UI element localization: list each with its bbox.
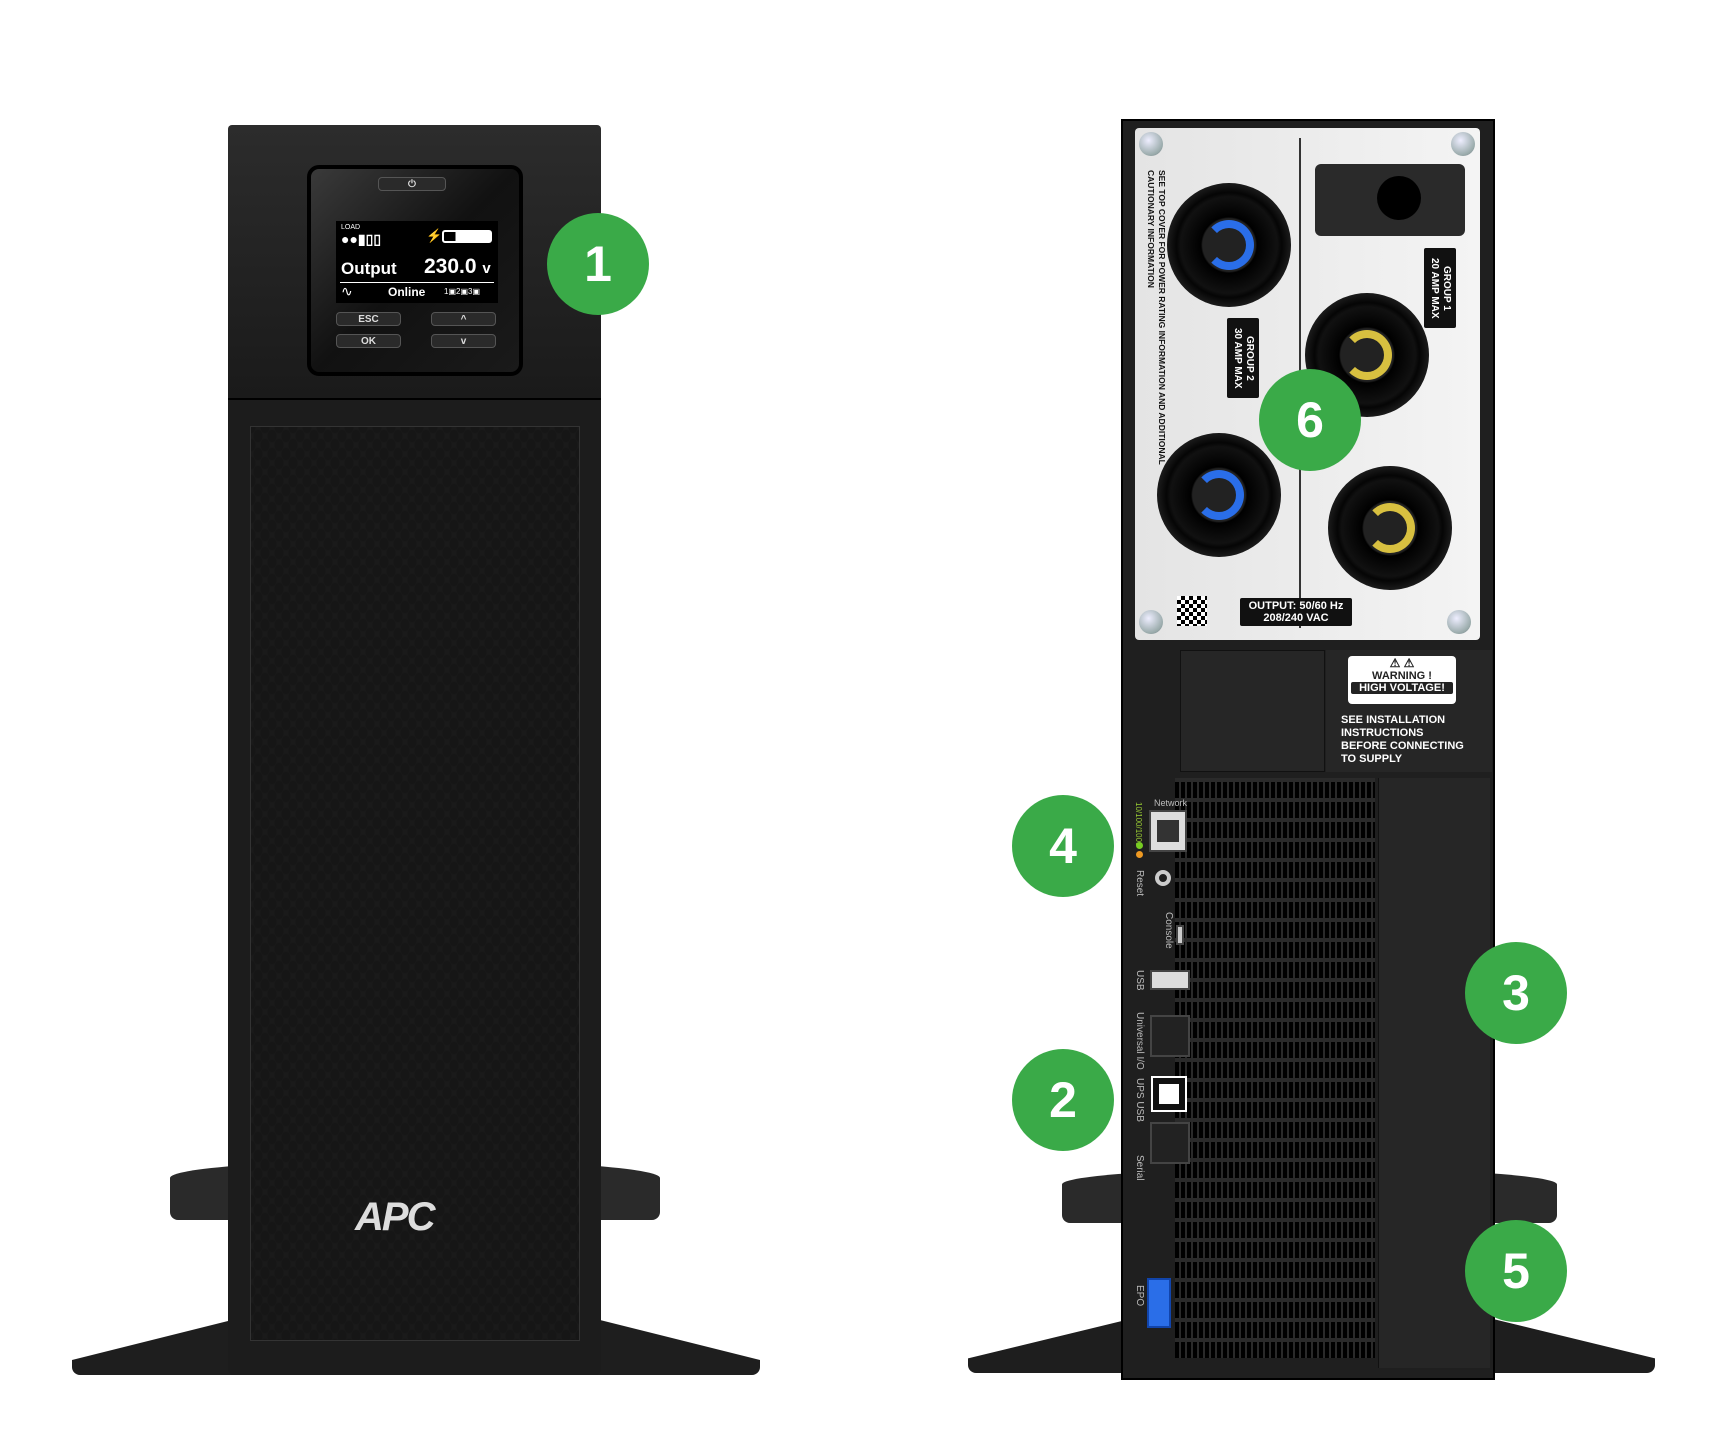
- usb-port[interactable]: [1150, 970, 1190, 990]
- io-strip: Network 10/100/1000 Reset Console USB Un…: [1128, 790, 1190, 1370]
- callout-6: 6: [1259, 369, 1361, 471]
- outlet-group-icons: 1▣2▣3▣: [444, 287, 481, 296]
- usb-label: USB: [1134, 970, 1145, 991]
- outlet-group2-top[interactable]: [1167, 183, 1291, 307]
- sine-wave-icon: ∿: [341, 283, 353, 299]
- warning-subtitle: HIGH VOLTAGE!: [1351, 682, 1453, 694]
- console-label: Console: [1163, 912, 1174, 949]
- esc-button[interactable]: ESC: [336, 312, 401, 326]
- epo-connector[interactable]: [1147, 1278, 1171, 1328]
- ok-button[interactable]: OK: [336, 334, 401, 348]
- callout-4: 4: [1012, 795, 1114, 897]
- universal-io-label: Universal I/O: [1134, 1012, 1145, 1070]
- qr-code: [1177, 596, 1207, 626]
- callout-5: 5: [1465, 1220, 1567, 1322]
- battery-icon: ⚡: [426, 228, 493, 244]
- rear-vent-grid: [1175, 778, 1375, 1358]
- screw-icon: [1447, 610, 1471, 634]
- screw-icon: [1139, 610, 1163, 634]
- network-port[interactable]: [1149, 810, 1187, 852]
- activity-led-icon: [1136, 851, 1143, 858]
- serial-label: Serial: [1134, 1155, 1145, 1181]
- ups-usb-label: UPS USB: [1134, 1078, 1145, 1122]
- warning-triangle-icon: ⚠ ⚠: [1389, 656, 1415, 670]
- console-port[interactable]: [1176, 925, 1184, 945]
- universal-io-port[interactable]: [1150, 1015, 1190, 1057]
- lcd-divider: [340, 282, 494, 283]
- callout-2: 2: [1012, 1049, 1114, 1151]
- status-text: Online: [388, 285, 426, 299]
- control-panel: ⏻ LOAD ●●▮▯▯ ⚡ Output 230.0 v ∿ Online 1…: [307, 165, 523, 376]
- outlet-group1-bottom[interactable]: [1328, 466, 1452, 590]
- load-label: LOAD: [341, 224, 361, 231]
- output-value: 230.0 v: [424, 255, 491, 278]
- load-meter-icon: ●●▮▯▯: [341, 231, 382, 247]
- reset-label: Reset: [1134, 870, 1145, 897]
- lcd-screen: LOAD ●●▮▯▯ ⚡ Output 230.0 v ∿ Online 1▣2…: [336, 221, 498, 303]
- serial-port[interactable]: [1150, 1122, 1190, 1164]
- epo-label: EPO: [1134, 1285, 1145, 1307]
- screw-icon: [1139, 132, 1163, 156]
- warning-title: WARNING !: [1372, 670, 1432, 682]
- link-led-icon: [1136, 842, 1143, 849]
- ups-usb-port[interactable]: [1151, 1076, 1187, 1112]
- warning-label: ⚠ ⚠ WARNING ! HIGH VOLTAGE!: [1348, 656, 1456, 704]
- reset-button[interactable]: [1155, 870, 1171, 886]
- battery-cover: [1180, 650, 1325, 772]
- callout-1: 1: [547, 213, 649, 315]
- warning-panel: ⚠ ⚠ WARNING ! HIGH VOLTAGE! SEE INSTALLA…: [1326, 650, 1492, 772]
- power-button[interactable]: ⏻: [378, 177, 446, 191]
- apc-logo: APC: [355, 1195, 435, 1239]
- screw-icon: [1451, 132, 1475, 156]
- down-button[interactable]: v: [431, 334, 496, 348]
- output-label: Output: [341, 259, 397, 278]
- input-cord-clamp: [1315, 164, 1465, 236]
- up-button[interactable]: ^: [431, 312, 496, 326]
- outlet-group2-bottom[interactable]: [1157, 433, 1281, 557]
- side-notice: SEE TOP COVER FOR POWER RATING INFORMATI…: [1146, 170, 1167, 465]
- speed-label: 10/100/1000: [1134, 802, 1143, 847]
- network-label: Network: [1154, 798, 1188, 808]
- callout-3: 3: [1465, 942, 1567, 1044]
- front-grille: [250, 426, 580, 1341]
